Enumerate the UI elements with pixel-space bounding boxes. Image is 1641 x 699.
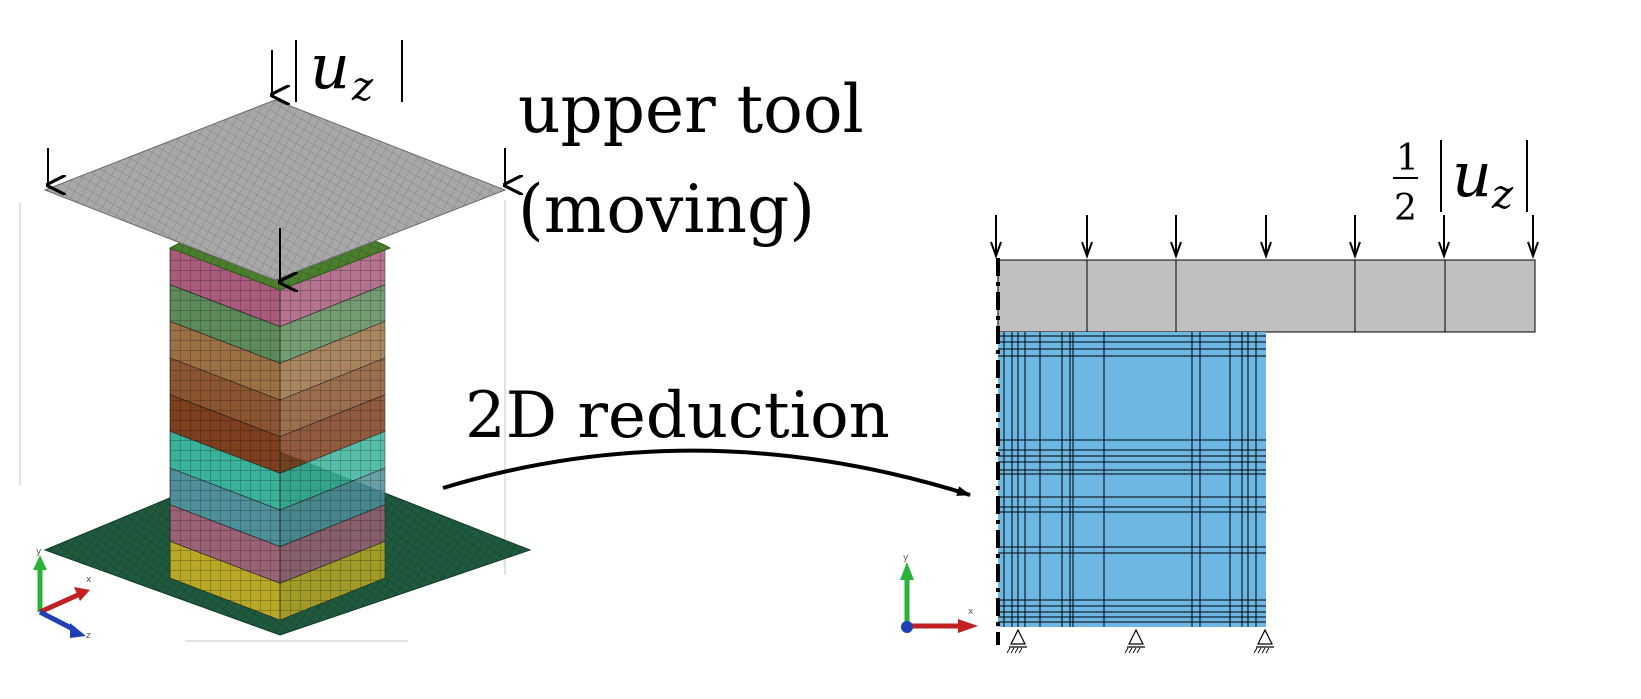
left-3d-model: y x z [19, 40, 532, 642]
displacement-symbol-right: u [1452, 138, 1492, 211]
distributed-load-arrows [990, 215, 1539, 259]
specimen-column [169, 247, 386, 621]
column-layer-left-mesh [170, 468, 280, 547]
upper-tool-plate [43, 99, 507, 281]
y-axis-label: y [36, 547, 42, 557]
support-hatch [1253, 647, 1258, 654]
pin-support [1010, 628, 1026, 645]
column-layer-right-mesh [280, 468, 385, 547]
column-layer-left-mesh [170, 394, 280, 474]
origin-dot [901, 621, 913, 633]
column-layer-left-mesh [170, 321, 280, 400]
x-axis-head [74, 587, 90, 601]
support-hatch [1014, 647, 1019, 654]
x-axis-label-2d: x [968, 607, 974, 617]
column-layer-right-mesh [280, 431, 385, 510]
y-axis-head-2d [900, 562, 914, 580]
boundary-supports [1006, 628, 1274, 654]
column-layer-left-mesh [170, 541, 280, 620]
column-layer-left-mesh [170, 284, 280, 364]
column-layer-left-mesh [170, 248, 280, 327]
column-layer-left-mesh [170, 431, 280, 510]
support-hatch [1257, 647, 1262, 654]
axis-triad-left: y x z [33, 547, 92, 641]
right-2d-model: y x [900, 140, 1539, 654]
column-layer-right-mesh [280, 504, 385, 584]
axis-triad-right: y x [900, 553, 978, 633]
column-layer-left-mesh [170, 504, 280, 584]
column-layer-right-mesh [280, 541, 385, 620]
displacement-symbol-left: u [310, 30, 350, 103]
support-hatch [1128, 647, 1133, 654]
x-axis-head-2d [958, 619, 978, 633]
pin-support [1128, 628, 1144, 645]
load-arrow-head [1260, 241, 1272, 259]
z-axis-label: z [86, 631, 91, 641]
z-axis-arrow [38, 609, 77, 633]
tool-element-lines [1086, 260, 1446, 332]
x-axis-label: x [86, 575, 92, 585]
displacement-subscript-right: z [1491, 172, 1514, 218]
y-axis-label-2d: y [903, 553, 909, 563]
pin-support [1257, 628, 1273, 645]
upper-tool-label-line1: upper tool [518, 71, 864, 148]
support-hatch [1132, 647, 1137, 654]
fraction-denominator: 2 [1394, 188, 1417, 229]
load-arrow-head [1081, 241, 1093, 259]
column-layer-right-mesh [280, 394, 385, 474]
support-hatch [1010, 647, 1015, 654]
column-layer-right-mesh [280, 358, 385, 437]
column-layer-right-mesh [280, 248, 385, 327]
support-hatch [1136, 647, 1141, 654]
reduction-label: 2D reduction [465, 379, 890, 453]
load-arrow-head [1170, 241, 1182, 259]
upper-tool-block-2d [997, 259, 1536, 333]
specimen-mesh-lines [998, 332, 1266, 627]
support-hatch [1124, 647, 1129, 654]
support-hatch [1265, 647, 1270, 654]
y-axis-head [33, 555, 47, 570]
column-layer-right-mesh [280, 284, 385, 364]
load-arrow-head [990, 241, 1002, 259]
upper-tool-label-line2: (moving) [518, 171, 815, 248]
support-hatch [1261, 647, 1266, 654]
z-axis-head [70, 623, 86, 638]
support-hatch [1018, 647, 1023, 654]
specimen-2d [998, 332, 1266, 627]
column-layer-left-mesh [170, 358, 280, 437]
x-axis-arrow [38, 591, 82, 615]
support-hatch [1006, 647, 1011, 654]
column-layer-right-mesh [280, 321, 385, 400]
load-arrow-head [1527, 241, 1539, 259]
displacement-subscript-left: z [351, 64, 374, 110]
reduction-arrow [442, 448, 971, 497]
load-arrow-head [1349, 241, 1361, 259]
fraction-numerator: 1 [1396, 138, 1419, 179]
load-arrow-head [1438, 241, 1450, 259]
